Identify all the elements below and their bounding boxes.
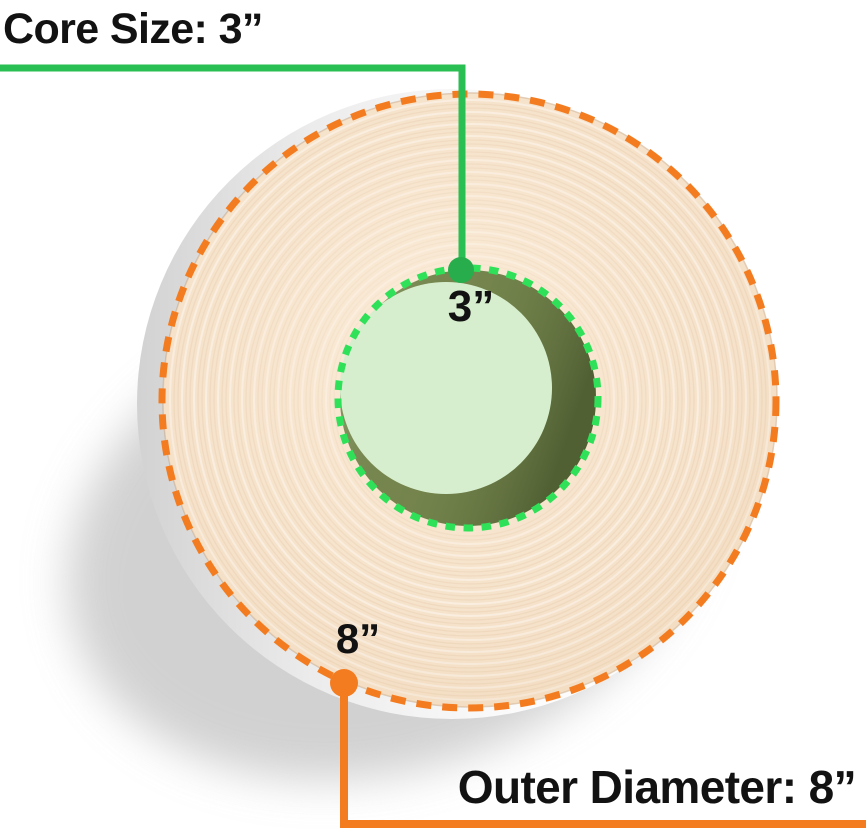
core-size-label: Core Size: 3” — [3, 5, 263, 53]
core-value-label: 3” — [447, 282, 495, 331]
outer-value-label: 8” — [335, 615, 381, 662]
core-callout-dot — [448, 257, 474, 283]
outer-callout-line — [340, 683, 866, 828]
outer-diameter-dashed-circle — [158, 90, 780, 712]
outer-callout-dot — [330, 669, 358, 697]
core-callout-line — [0, 64, 466, 270]
core-hole — [340, 282, 552, 494]
outer-diameter-label: Outer Diameter: 8” — [457, 761, 857, 813]
core-dashed-circle — [334, 264, 602, 532]
